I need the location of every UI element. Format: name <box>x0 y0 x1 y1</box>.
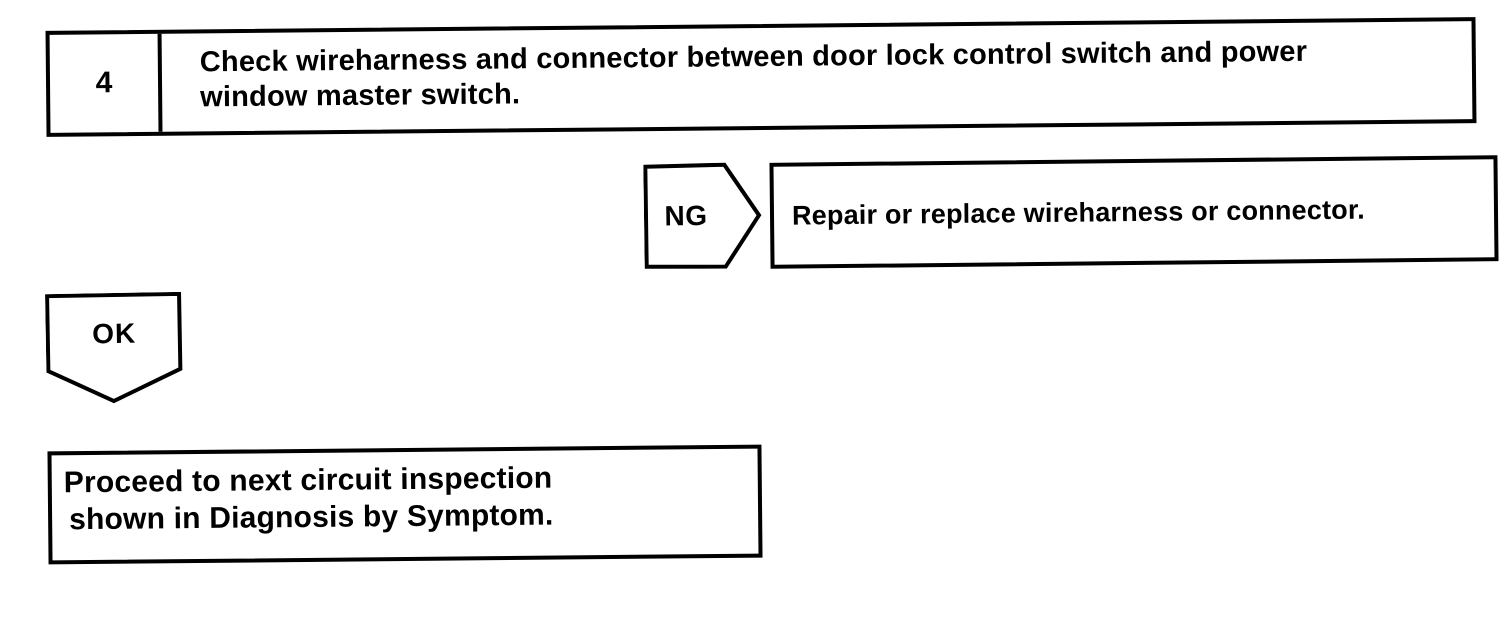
ok-label: OK <box>91 317 137 350</box>
ng-result-box: Repair or replace wireharness or connect… <box>769 155 1499 269</box>
ng-result-text: Repair or replace wireharness or connect… <box>791 194 1365 231</box>
step-box: 4 Check wireharness and connector betwee… <box>45 17 1477 137</box>
ng-pentagon-icon <box>643 162 762 269</box>
ng-connector: NG <box>643 162 762 270</box>
ng-label: NG <box>664 199 708 232</box>
step-instruction: Check wireharness and connector between … <box>162 23 1326 132</box>
ok-result-box: Proceed to next circuit inspection shown… <box>47 444 763 565</box>
ok-connector: OK <box>45 291 184 406</box>
ok-result-line-2: shown in Diagnosis by Symptom. <box>68 498 554 537</box>
step-number: 4 <box>95 66 113 100</box>
step-number-cell: 4 <box>49 33 163 133</box>
ok-pentagon-icon <box>45 291 183 404</box>
